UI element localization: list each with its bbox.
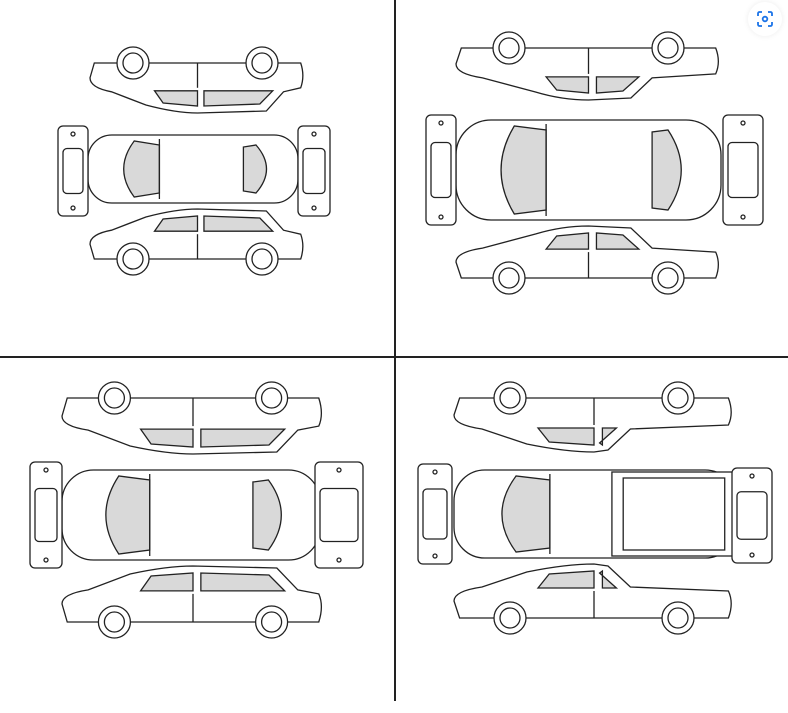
end-view: [57, 125, 89, 217]
vertical-divider: [394, 0, 396, 701]
end-view: [722, 114, 764, 226]
lens-icon: [757, 11, 773, 27]
pickup-diagram: [396, 358, 788, 708]
horizontal-divider: [0, 356, 788, 358]
sedan-diagram: [396, 0, 788, 350]
top-view: [61, 469, 321, 561]
end-view: [425, 114, 457, 226]
end-view: [297, 125, 331, 217]
end-view: [731, 467, 773, 564]
side-view: [61, 565, 323, 639]
pickup-damage-diagram-icon: [417, 381, 773, 635]
end-view: [417, 463, 453, 565]
side-view: [455, 31, 719, 101]
top-view: [453, 469, 737, 559]
hatchback-damage-diagram-icon: [57, 46, 331, 276]
end-view: [314, 461, 364, 569]
suv-diagram: [0, 358, 394, 708]
top-view: [87, 134, 299, 204]
side-view: [61, 381, 323, 455]
end-view: [29, 461, 63, 569]
side-view: [453, 563, 732, 635]
top-view: [455, 119, 722, 221]
side-view: [89, 46, 304, 114]
side-view: [89, 208, 304, 276]
sedan-damage-diagram-icon: [425, 31, 764, 295]
suv-damage-diagram-icon: [29, 381, 364, 639]
hatchback-diagram: [0, 0, 394, 350]
image-search-button[interactable]: [748, 2, 782, 36]
side-view: [455, 225, 719, 295]
side-view: [453, 381, 732, 453]
